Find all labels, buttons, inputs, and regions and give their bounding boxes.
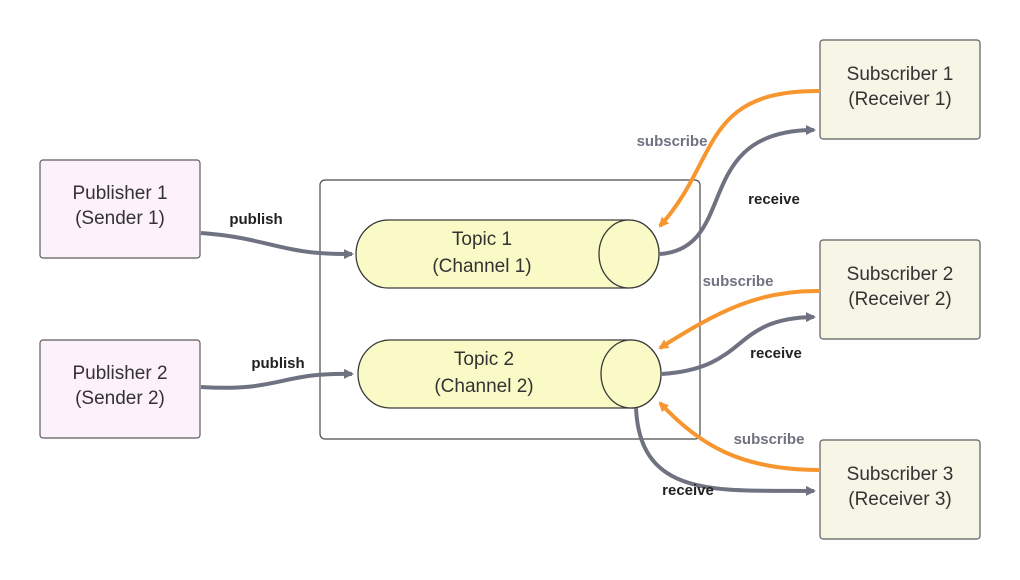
subscriber-2-subtitle: (Receiver 2) — [848, 289, 951, 310]
receive-1-arrow — [659, 125, 816, 256]
receive-2-label: receive — [750, 345, 802, 362]
subscriber-3-subtitle: (Receiver 3) — [848, 489, 951, 510]
topic-2-title: Topic 2 — [454, 349, 514, 370]
publish-2-arrow — [200, 368, 354, 390]
subscribe-3-label: subscribe — [734, 431, 805, 448]
subscriber-2-node[interactable]: Subscriber 2 (Receiver 2) — [819, 239, 981, 340]
subscriber-1-node[interactable]: Subscriber 1 (Receiver 1) — [819, 39, 981, 140]
topic-1-cap — [598, 219, 660, 289]
publish-2-label: publish — [251, 355, 304, 372]
publisher-1-title: Publisher 1 — [72, 183, 167, 204]
receive-1-label: receive — [748, 191, 800, 208]
topic-2-cap — [600, 339, 662, 409]
subscriber-1-subtitle: (Receiver 1) — [848, 89, 951, 110]
subscriber-1-title: Subscriber 1 — [847, 64, 954, 85]
publisher-1-box — [39, 159, 201, 259]
publisher-2-title: Publisher 2 — [72, 363, 167, 384]
publish-1-label: publish — [229, 211, 282, 228]
subscriber-3-node[interactable]: Subscriber 3 (Receiver 3) — [819, 439, 981, 540]
publish-1-arrow — [200, 231, 354, 260]
channel-container — [319, 179, 701, 440]
publisher-2-subtitle: (Sender 2) — [75, 388, 165, 409]
subscriber-3-title: Subscriber 3 — [847, 464, 954, 485]
publisher-1-node[interactable]: Publisher 1 (Sender 1) — [39, 159, 201, 259]
publisher-2-node[interactable]: Publisher 2 (Sender 2) — [39, 339, 201, 439]
publisher-2-box — [39, 339, 201, 439]
subscribe-3-arrow — [658, 401, 821, 472]
topic-2-subtitle: (Channel 2) — [434, 376, 533, 397]
subscriber-2-title: Subscriber 2 — [847, 264, 954, 285]
receive-3-label: receive — [662, 482, 714, 499]
subscribe-2-label: subscribe — [703, 273, 774, 290]
topic-1-node[interactable]: Topic 1 (Channel 1) — [355, 219, 660, 289]
subscribe-1-label: subscribe — [637, 133, 708, 150]
topic-1-title: Topic 1 — [452, 229, 512, 250]
publisher-1-subtitle: (Sender 1) — [75, 208, 165, 229]
subscribe-2-arrow — [658, 288, 821, 350]
subscriber-3-box — [819, 439, 981, 540]
topic-1-subtitle: (Channel 1) — [432, 256, 531, 277]
subscribe-1-arrow — [658, 88, 821, 228]
topic-2-node[interactable]: Topic 2 (Channel 2) — [357, 339, 662, 409]
receive-3-arrow — [634, 407, 816, 496]
receive-2-arrow — [661, 312, 816, 376]
